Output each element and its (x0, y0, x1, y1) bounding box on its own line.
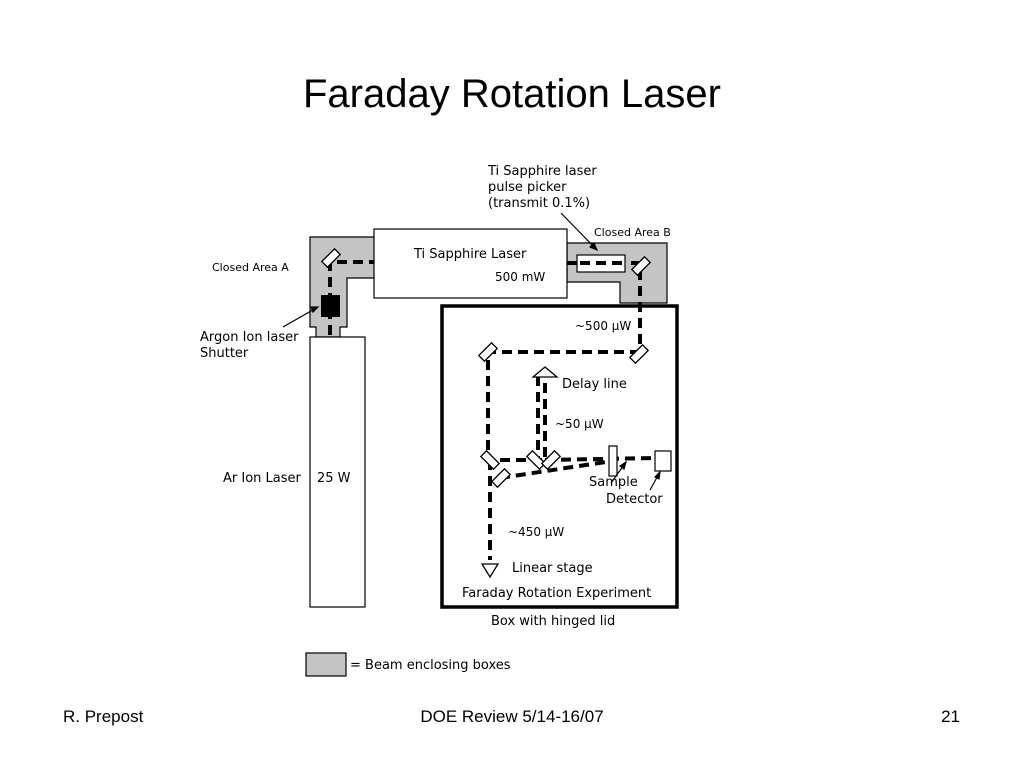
linear-stage-label: Linear stage (512, 561, 593, 576)
sample (608, 445, 618, 477)
mirror-f (525, 449, 547, 471)
detector (654, 450, 672, 472)
sample-label: Sample (589, 475, 638, 490)
closed-area-b-enclosure (566, 242, 668, 304)
linear-stage-arrow (480, 563, 500, 579)
mirror-b (630, 255, 652, 277)
ti-sapphire-laser-label: Ti Sapphire Laser (413, 247, 527, 262)
pulse-picker-label-1: Ti Sapphire laser (487, 164, 597, 179)
legend-swatch (305, 652, 347, 677)
argon-shutter-label-1: Argon Ion laser (200, 330, 299, 345)
pulse-picker-label-2: pulse picker (488, 180, 567, 195)
power-450uw-label: ~450 µW (508, 525, 564, 539)
footer-left: R. Prepost (63, 707, 144, 726)
slide-title: Faraday Rotation Laser (302, 72, 721, 116)
mirror-h (490, 467, 512, 489)
experiment-label: Faraday Rotation Experiment (462, 586, 651, 601)
ti-sapphire-laser-box (373, 228, 568, 299)
mirror-g (540, 449, 562, 471)
mirror-a (320, 247, 342, 269)
diagram-labels: Ti Sapphire laser pulse picker (transmit… (200, 164, 671, 629)
detector-label: Detector (606, 492, 663, 507)
closed-area-b-label: Closed Area B (594, 226, 671, 239)
mirrors (320, 247, 652, 489)
ar-ion-laser-box (309, 336, 366, 608)
ar-ion-power-label: 25 W (317, 471, 351, 486)
closed-area-a-label: Closed Area A (212, 261, 289, 274)
power-50uw-label: ~50 µW (555, 417, 604, 431)
argon-shutter (321, 295, 340, 317)
beam-to-sample (544, 456, 656, 462)
ar-ion-laser-label: Ar Ion Laser (223, 471, 302, 486)
mirror-c (477, 341, 499, 363)
delay-line-retroreflector (531, 366, 559, 378)
closed-area-a-enclosure (309, 236, 376, 338)
footer-right: 21 (941, 707, 960, 726)
mirror-d (628, 343, 650, 365)
beam-probe (499, 459, 613, 480)
legend-text: = Beam enclosing boxes (350, 658, 511, 673)
power-500uw-label: ~500 µW (575, 319, 631, 333)
box-note-label: Box with hinged lid (491, 614, 615, 629)
annotation-arrows (282, 212, 661, 491)
argon-shutter-label-2: Shutter (200, 346, 249, 361)
ti-sapphire-power-label: 500 mW (495, 270, 545, 284)
delay-line-label: Delay line (562, 377, 627, 392)
mirror-e (479, 449, 501, 471)
footer-center: DOE Review 5/14-16/07 (420, 707, 604, 726)
pulse-picker-label-3: (transmit 0.1%) (488, 196, 590, 211)
